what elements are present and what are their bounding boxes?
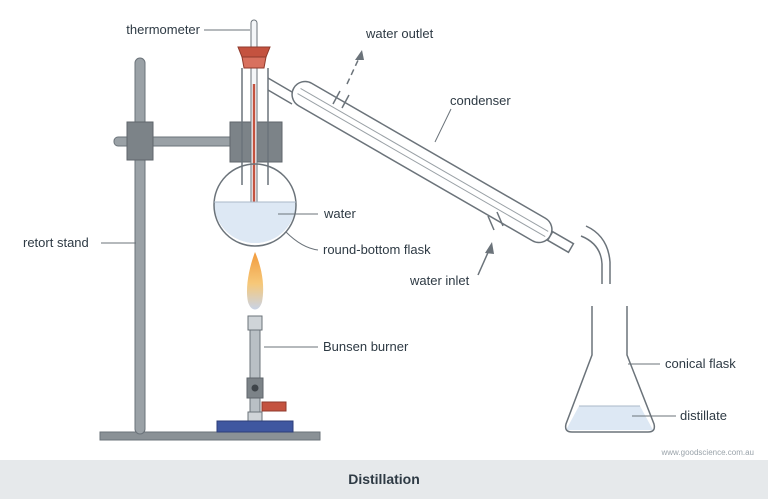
caption: Distillation: [348, 471, 420, 487]
round-bottom-flask: [213, 163, 297, 247]
label-conical-flask: conical flask: [665, 356, 736, 371]
water-outlet-arrow-icon: [355, 50, 364, 60]
conical-flask-body: [564, 306, 656, 433]
stopper: [237, 46, 271, 58]
label-retort-stand: retort stand: [23, 235, 89, 250]
burner-barrel: [249, 329, 261, 413]
thermometer-column: [252, 84, 256, 212]
conical-flask: [564, 306, 656, 433]
label-bunsen-burner: Bunsen burner: [323, 339, 409, 354]
side-arm: [267, 77, 293, 105]
condenser: [291, 80, 575, 254]
condenser-outer-jacket: [291, 80, 553, 244]
caption-bar: [0, 460, 768, 499]
air-hole: [251, 384, 259, 392]
leader-lines: [101, 29, 676, 417]
boss-head: [126, 121, 154, 161]
label-water-inlet: water inlet: [409, 273, 470, 288]
watermark: www.goodscience.com.au: [661, 448, 755, 457]
delivery-tube: [580, 225, 611, 284]
flame: [246, 252, 264, 310]
burner-tip: [247, 315, 263, 331]
thermometer: [237, 19, 271, 222]
retort-stand: [99, 57, 321, 441]
label-water: water: [323, 206, 356, 221]
flask-body: [213, 163, 297, 247]
condenser-outlet-tube: [546, 230, 575, 254]
distillate-liquid: [566, 406, 653, 430]
water-inlet-arrow-icon: [485, 242, 494, 254]
burner-base: [216, 420, 294, 433]
label-round-bottom-flask: round-bottom flask: [323, 242, 431, 257]
water-ports: [332, 90, 504, 231]
label-condenser: condenser: [450, 93, 511, 108]
water-flow-arrows: [346, 50, 494, 276]
label-thermometer: thermometer: [126, 22, 200, 37]
retort-stand-rod: [134, 57, 146, 435]
label-water-outlet: water outlet: [365, 26, 434, 41]
gas-valve: [261, 401, 287, 412]
retort-stand-base: [99, 431, 321, 441]
stopper-lower: [241, 56, 267, 69]
label-distillate: distillate: [680, 408, 727, 423]
apparatus-svg: thermometer water outlet condenser water…: [23, 19, 736, 441]
bunsen-burner: [216, 252, 294, 433]
